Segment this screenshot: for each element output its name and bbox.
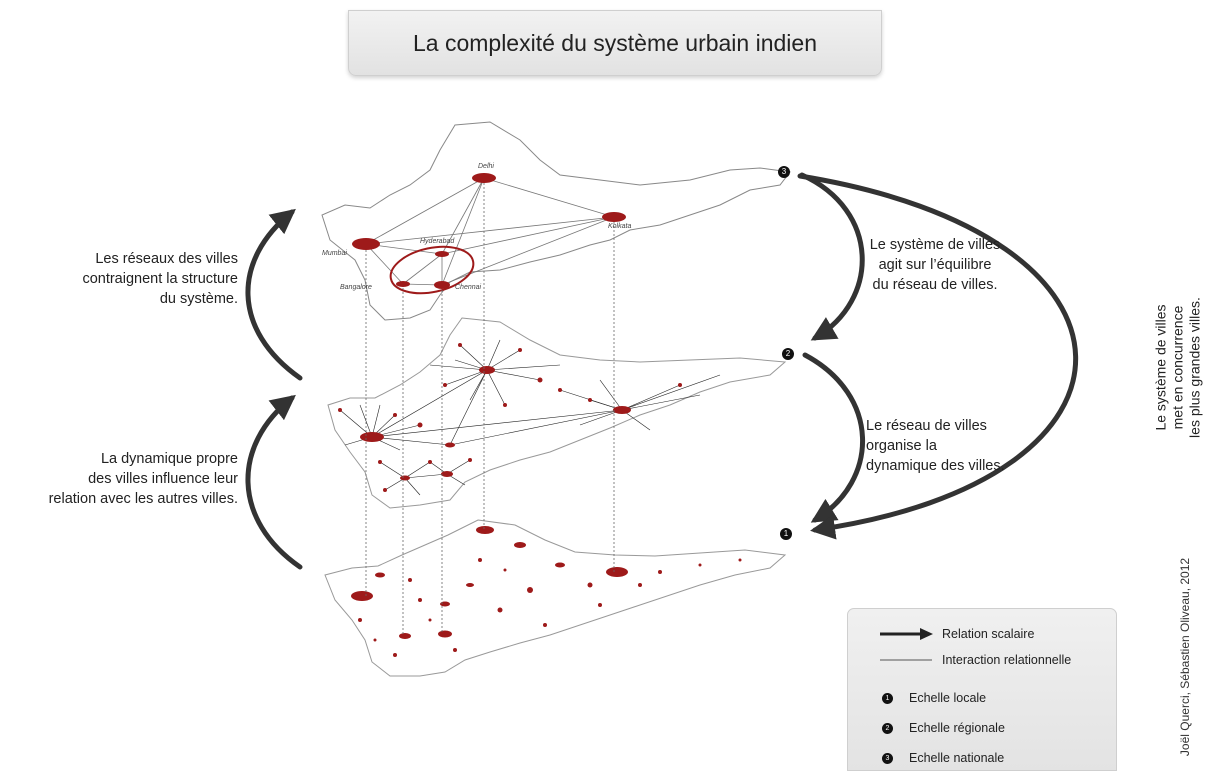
regional-hub-chennai <box>441 471 453 477</box>
caption-left-bottom: La dynamique propre des villes influence… <box>10 449 238 509</box>
arrow-left-top <box>245 208 303 381</box>
caption-right-middle: Le réseau de villes organise la dynamiqu… <box>866 416 1036 476</box>
caption-left-top: Les réseaux des villes contraignent la s… <box>70 249 238 309</box>
label-mumbai: Mumbai <box>322 250 347 257</box>
label-delhi: Delhi <box>478 163 494 170</box>
legend: Relation scalaire Interaction relationne… <box>847 608 1117 771</box>
caption-right-top: Le système de villes agit sur l’équilibr… <box>855 235 1015 295</box>
caption-line: organise la <box>866 438 937 454</box>
map-regional <box>327 317 787 509</box>
scalar-arrows <box>245 172 1079 570</box>
level-dot-icon: 1 <box>882 692 893 704</box>
caption-line: les plus grandes villes. <box>1186 297 1203 438</box>
label-chennai: Chennai <box>455 284 482 291</box>
regional-hub-kolkata <box>613 406 631 414</box>
regional-hub-bangalore <box>400 475 410 481</box>
title-box: La complexité du système urbain indien <box>348 10 882 76</box>
credit: Joël Querci, Sébastien Oliveau, 2012 <box>1175 555 1195 765</box>
line-icon <box>880 659 932 661</box>
regional-hub-hyderabad <box>445 442 455 448</box>
caption-right-vertical: Le système de villes met en concurrence … <box>1148 262 1207 462</box>
legend-label: Interaction relationnelle <box>942 653 1072 667</box>
legend-label: Echelle locale <box>909 691 987 705</box>
caption-line: Le système de villes <box>869 237 1001 253</box>
credit-text: Joël Querci, Sébastien Oliveau, 2012 <box>1178 557 1192 757</box>
level-marker-national: 3 <box>778 166 790 178</box>
caption-line: du réseau de villes. <box>872 277 998 293</box>
level-marker-regional: 2 <box>782 348 794 360</box>
caption-line: relation avec les autres villes. <box>48 491 238 507</box>
label-bangalore: Bangalore <box>340 284 372 291</box>
page-title: La complexité du système urbain indien <box>412 29 817 56</box>
city-hyderabad <box>435 251 449 257</box>
regional-cluster-outline <box>389 245 475 295</box>
map-national <box>321 121 791 321</box>
city-kolkata <box>602 212 626 222</box>
level-marker-local: 1 <box>780 528 792 540</box>
legend-label: Echelle nationale <box>909 751 1005 765</box>
legend-row-scalar: Relation scalaire <box>878 627 1034 641</box>
regional-cities <box>338 343 682 492</box>
caption-line: du système. <box>159 291 238 307</box>
arrow-left-bottom <box>245 394 303 570</box>
legend-label: Relation scalaire <box>942 627 1035 641</box>
legend-label: Echelle régionale <box>909 721 1005 735</box>
national-cities <box>352 173 626 289</box>
label-kolkata: Kolkata <box>608 223 632 230</box>
legend-row-national: 3 Echelle nationale <box>878 751 1004 765</box>
caption-line: met en concurrence <box>1169 305 1186 430</box>
national-network <box>365 177 615 286</box>
arrow-right-middle <box>802 352 865 523</box>
caption-line: Le réseau de villes <box>866 418 987 434</box>
legend-row-local: 1 Echelle locale <box>878 691 986 705</box>
arrow-icon <box>880 628 933 640</box>
arrow-right-top <box>799 172 865 341</box>
caption-line: Le système de villes <box>1152 304 1169 431</box>
city-delhi <box>472 173 496 183</box>
caption-line: contraignent la structure <box>82 271 238 287</box>
caption-line: des villes influence leur <box>88 471 238 487</box>
caption-line: La dynamique propre <box>100 451 238 467</box>
caption-line: dynamique des villes. <box>866 458 1005 474</box>
arrow-right-outer <box>797 173 1079 540</box>
legend-row-interaction: Interaction relationnelle <box>878 653 1071 667</box>
city-bangalore <box>396 281 410 287</box>
local-cities <box>351 526 742 657</box>
city-mumbai <box>352 238 380 250</box>
regional-hub-delhi <box>479 366 495 374</box>
legend-row-regional: 2 Echelle régionale <box>878 721 1005 735</box>
level-dot-icon: 2 <box>882 722 893 734</box>
caption-line: agit sur l’équilibre <box>878 257 992 273</box>
regional-hub-mumbai <box>360 432 384 442</box>
regional-network <box>339 339 721 496</box>
projection-lines <box>365 183 615 636</box>
level-dot-icon: 3 <box>882 752 893 764</box>
caption-line: Les réseaux des villes <box>95 251 238 267</box>
label-hyderabad: Hyderabad <box>420 238 455 245</box>
map-local <box>324 519 787 677</box>
city-chennai <box>434 281 450 289</box>
